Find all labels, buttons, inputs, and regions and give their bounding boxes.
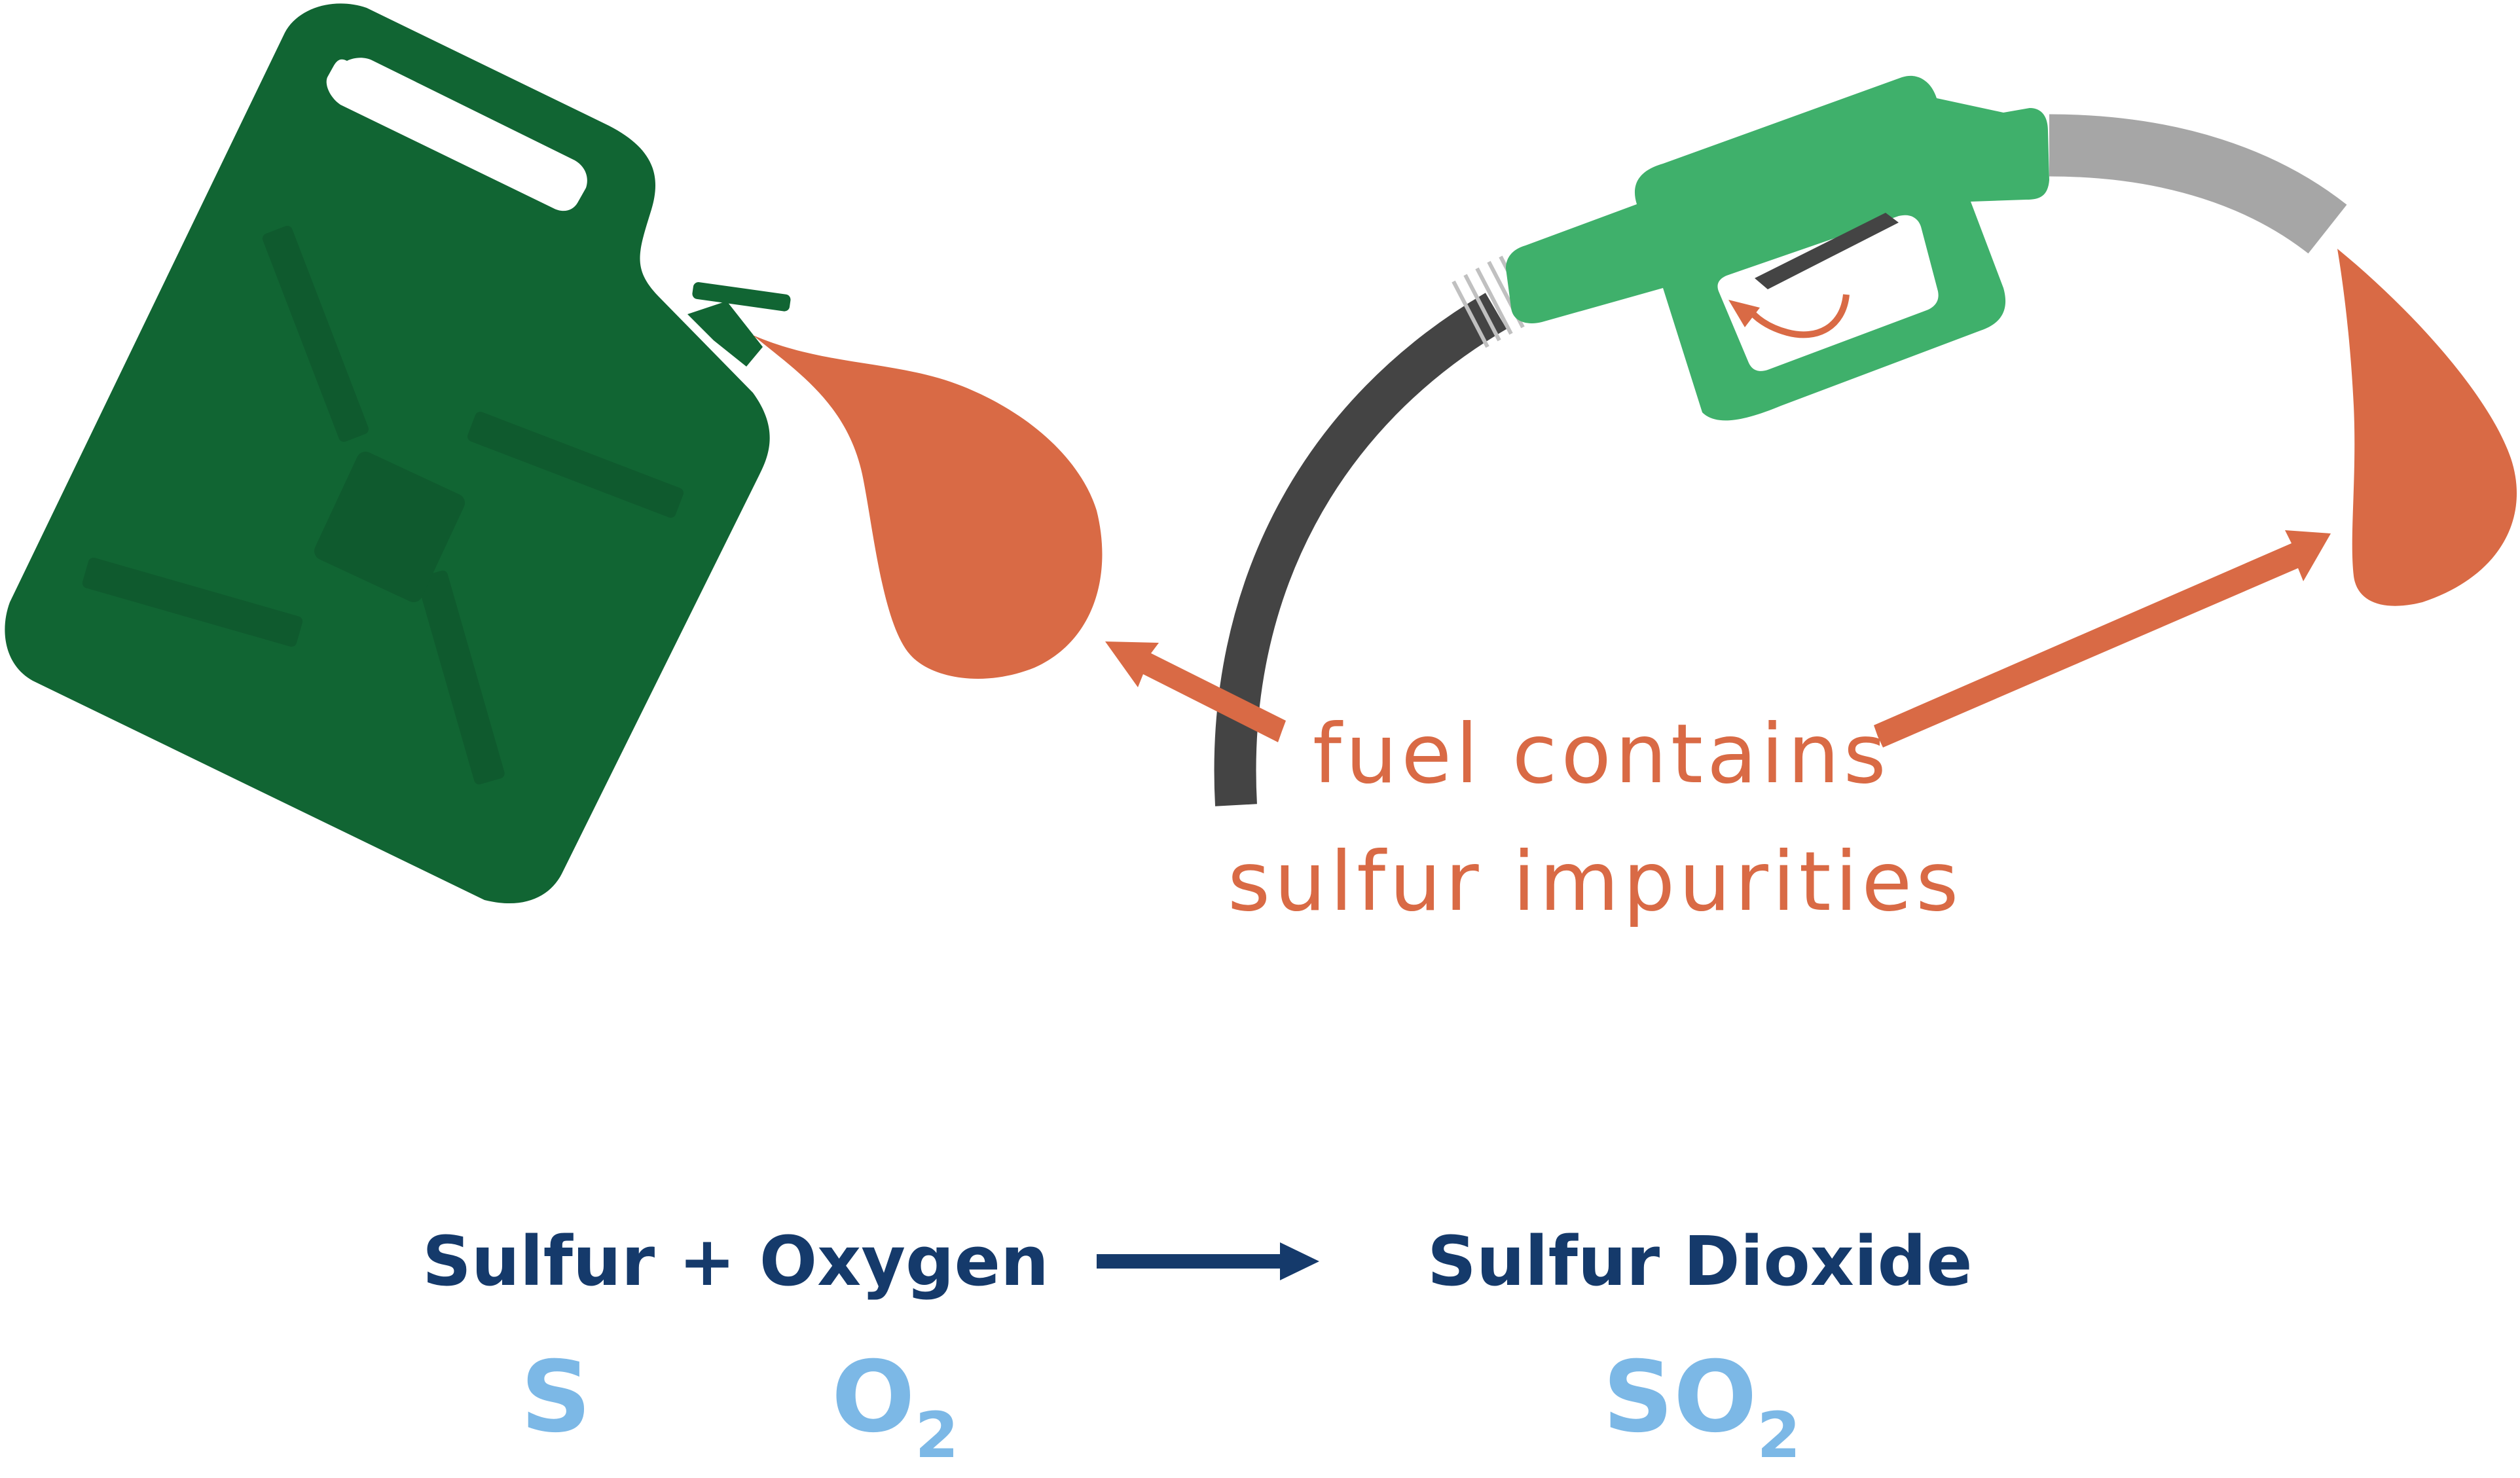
fuel-nozzle-icon <box>1506 75 2049 421</box>
formula-sulfur-dioxide: SO2 <box>1603 1348 1800 1467</box>
fuel-drop-icon <box>2337 249 2517 606</box>
formula-oxygen: O2 <box>831 1348 959 1467</box>
formula-sulfur-dioxide-subscript: 2 <box>1757 1399 1801 1472</box>
reactant-oxygen-name: Oxygen <box>759 1221 1050 1301</box>
formula-oxygen-subscript: 2 <box>915 1399 959 1472</box>
formula-oxygen-symbol: O <box>831 1341 915 1454</box>
plus-sign: + <box>678 1221 736 1301</box>
formula-sulfur: S <box>520 1341 592 1454</box>
reactant-sulfur-name: Sulfur <box>422 1221 655 1301</box>
annotation-arrow <box>1105 530 2331 748</box>
formula-sulfur-dioxide-symbol: SO <box>1603 1341 1757 1454</box>
product-name: Sulfur Dioxide <box>1427 1221 1973 1301</box>
reaction-arrow <box>1097 1242 1319 1280</box>
fuel-drop-icon <box>753 335 1103 679</box>
jerry-can-icon <box>5 3 791 904</box>
annotation-line-1: fuel contains <box>1313 707 1890 802</box>
word-equation-reactants: Sulfur + Oxygen <box>422 1227 1049 1295</box>
annotation-line-2: sulfur impurities <box>1228 835 1963 929</box>
